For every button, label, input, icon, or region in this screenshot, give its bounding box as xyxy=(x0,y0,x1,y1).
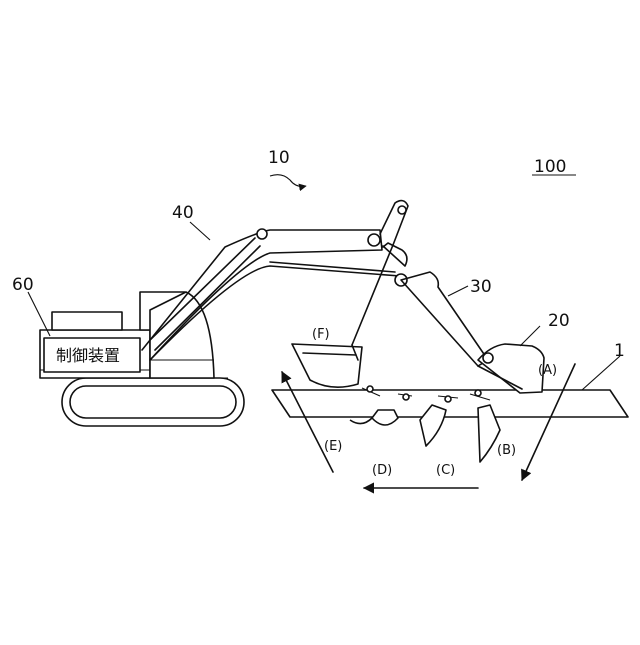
label-position-a: (A) xyxy=(538,363,557,378)
label-system-100: 100 xyxy=(534,157,566,177)
label-controller-60: 60 xyxy=(12,275,34,295)
label-position-d: (D) xyxy=(372,463,392,478)
ground-leader xyxy=(582,356,620,390)
bucket-position-f xyxy=(292,344,362,387)
label-position-f: (F) xyxy=(312,327,330,342)
ground-plane xyxy=(272,390,628,417)
label-arm-30: 30 xyxy=(470,277,492,297)
label-excavator-10: 10 xyxy=(268,148,290,168)
label-position-b: (B) xyxy=(497,443,516,458)
excavator-leader xyxy=(270,175,306,187)
bucket-position-a xyxy=(478,344,544,393)
label-boom-40: 40 xyxy=(172,203,194,223)
arm xyxy=(352,201,488,366)
controller-text: 制御装置 xyxy=(56,346,120,365)
crawler-track xyxy=(62,378,244,426)
arrow-lift xyxy=(282,372,333,472)
label-position-c: (C) xyxy=(436,463,455,478)
label-bucket-20: 20 xyxy=(548,311,570,331)
label-position-e: (E) xyxy=(324,439,342,454)
label-ground-1: 1 xyxy=(614,341,625,361)
